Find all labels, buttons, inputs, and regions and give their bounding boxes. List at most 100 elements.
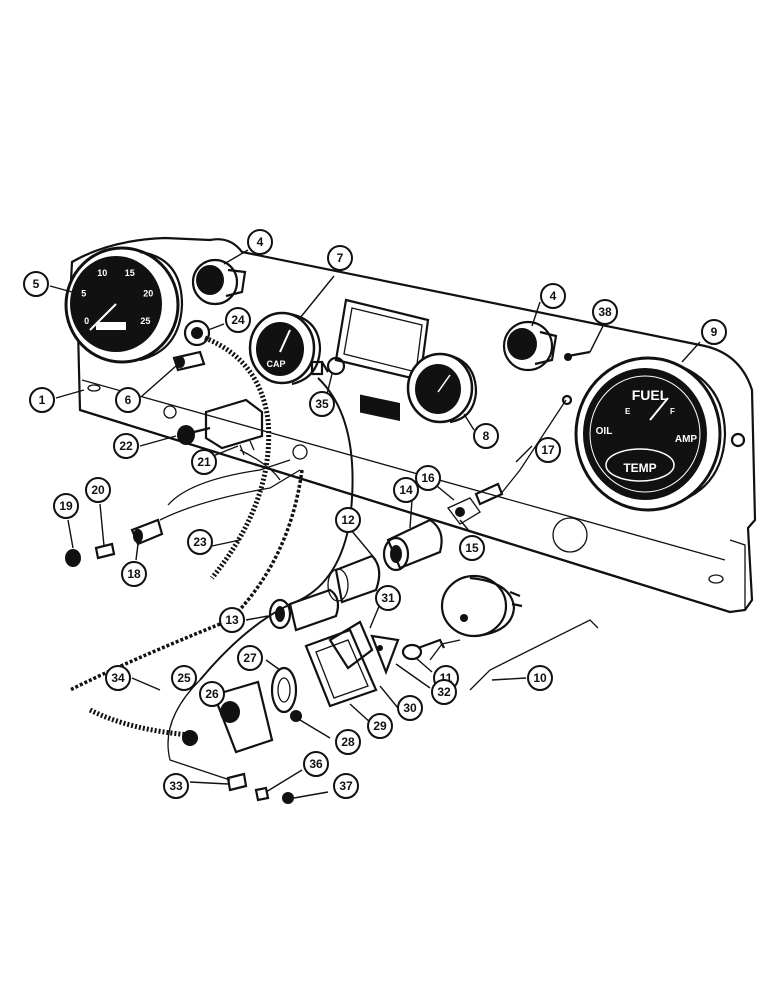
callout-c37: 37	[333, 773, 359, 799]
callout-number: 18	[127, 567, 141, 581]
parts-18-20	[65, 518, 164, 567]
callout-number: 35	[315, 397, 329, 411]
combination-gauge-cluster: FUEL E F OIL AMP TEMP	[574, 356, 746, 512]
callout-circle	[375, 585, 401, 611]
callout-c4b: 4	[540, 283, 566, 309]
callout-circle	[393, 477, 419, 503]
callout-circle	[225, 307, 251, 333]
cable-fittings	[182, 730, 294, 804]
callout-c36: 36	[303, 751, 329, 777]
callout-c17: 17	[535, 437, 561, 463]
callout-circle	[397, 695, 423, 721]
speedometer-numeral: 5	[81, 289, 86, 299]
callout-c38: 38	[592, 299, 618, 325]
callout-circle	[333, 773, 359, 799]
callout-c12: 12	[335, 507, 361, 533]
callout-circle	[535, 437, 561, 463]
callout-c9: 9	[701, 319, 727, 345]
callout-circle	[431, 679, 457, 705]
callout-number: 4	[550, 289, 557, 303]
temp-label: TEMP	[623, 461, 656, 475]
callout-c16: 16	[415, 465, 441, 491]
fuel-label: FUEL	[632, 387, 669, 403]
callout-c35: 35	[309, 391, 335, 417]
callout-c13: 13	[219, 607, 245, 633]
callout-circle	[105, 665, 131, 691]
callout-number: 25	[177, 671, 191, 685]
callout-number: 30	[403, 701, 417, 715]
callout-number: 14	[399, 483, 413, 497]
callout-circle	[163, 773, 189, 799]
callout-number: 13	[225, 613, 239, 627]
callout-circle	[121, 561, 147, 587]
callout-c27: 27	[237, 645, 263, 671]
callout-c1: 1	[29, 387, 55, 413]
callout-circle	[309, 391, 335, 417]
callout-number: 8	[483, 429, 490, 443]
callout-c29: 29	[367, 713, 393, 739]
callout-c33: 33	[163, 773, 189, 799]
callout-c23: 23	[187, 529, 213, 555]
light-switch-assembly	[177, 398, 264, 456]
speedometer-numeral: 20	[143, 289, 153, 299]
callout-layer: 1445678910111213141516171819202122232425…	[23, 229, 727, 799]
oil-label: OIL	[596, 426, 613, 437]
callout-circle	[115, 387, 141, 413]
callout-number: 36	[309, 757, 323, 771]
ammeter-gauge: CAP	[248, 311, 324, 386]
callout-c34: 34	[105, 665, 131, 691]
socket-24	[183, 319, 211, 347]
callout-number: 22	[119, 439, 133, 453]
callout-number: 12	[341, 513, 355, 527]
callout-circle	[191, 449, 217, 475]
callout-c18: 18	[121, 561, 147, 587]
speedometer-numeral: 15	[125, 268, 135, 278]
indicator-lamp-left	[191, 258, 247, 306]
callout-number: 17	[541, 443, 555, 457]
callout-number: 16	[421, 471, 435, 485]
callout-number: 19	[59, 499, 73, 513]
callout-c8: 8	[473, 423, 499, 449]
callout-c20: 20	[85, 477, 111, 503]
callout-circle	[85, 477, 111, 503]
callout-circle	[171, 665, 197, 691]
fuel-full-mark: F	[670, 407, 675, 416]
callout-number: 24	[231, 313, 245, 327]
callout-number: 1	[39, 393, 46, 407]
callout-number: 38	[598, 305, 612, 319]
callout-c21: 21	[191, 449, 217, 475]
callout-number: 33	[169, 779, 183, 793]
callout-number: 29	[373, 719, 387, 733]
cigar-lighter-assembly	[268, 482, 504, 632]
callout-number: 27	[243, 651, 257, 665]
callout-circle	[247, 229, 273, 255]
callout-number: 23	[193, 535, 207, 549]
callout-c25: 25	[171, 665, 197, 691]
callout-c22: 22	[113, 433, 139, 459]
callout-c4a: 4	[247, 229, 273, 255]
callout-c32: 32	[431, 679, 457, 705]
wiring-harness	[69, 335, 573, 781]
callout-circle	[29, 387, 55, 413]
callout-number: 32	[437, 685, 451, 699]
callout-circle	[187, 529, 213, 555]
sender-unit	[172, 350, 206, 372]
speedometer-numeral: 10	[97, 268, 107, 278]
callout-c19: 19	[53, 493, 79, 519]
callout-number: 10	[533, 671, 547, 685]
callout-circle	[327, 245, 353, 271]
callout-circle	[53, 493, 79, 519]
callout-number: 21	[197, 455, 211, 469]
callout-circle	[367, 713, 393, 739]
callout-number: 20	[91, 483, 105, 497]
amp-label: AMP	[675, 434, 698, 445]
callout-circle	[219, 607, 245, 633]
callout-c14: 14	[393, 477, 419, 503]
screw-38	[564, 350, 591, 361]
fuel-empty-mark: E	[625, 407, 631, 416]
callout-number: 28	[341, 735, 355, 749]
callout-number: 15	[465, 541, 479, 555]
